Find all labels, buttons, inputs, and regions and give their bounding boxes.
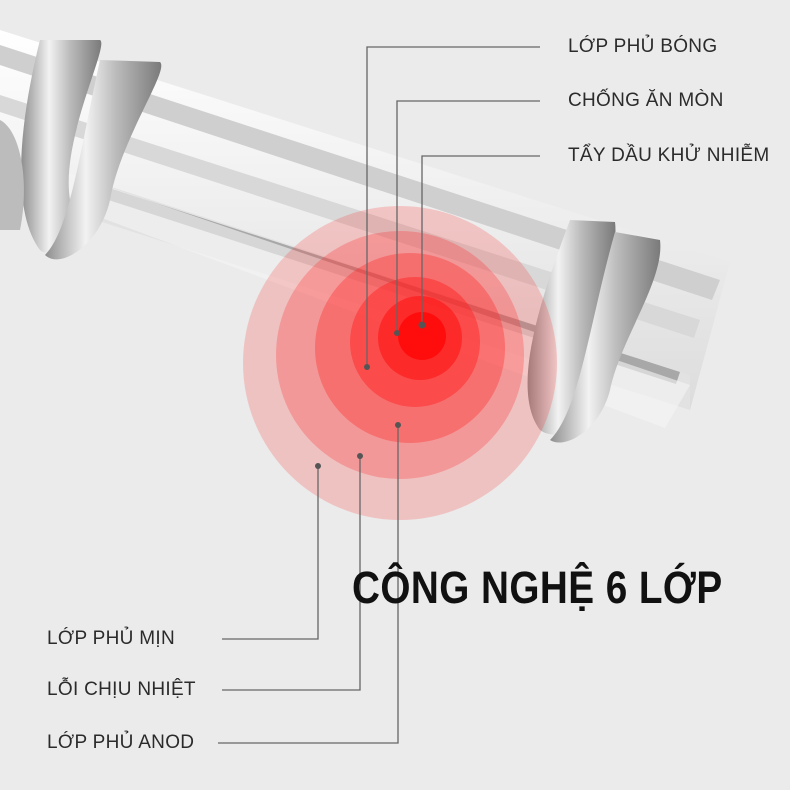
label-smooth-coat: LỚP PHỦ MỊN — [47, 628, 175, 649]
hook-left — [0, 40, 162, 260]
anchor-dots — [315, 321, 426, 469]
leader-lines-left — [218, 425, 399, 744]
label-heat-core: LỖI CHỊU NHIỆT — [47, 679, 196, 700]
label-glossy-coat: LỚP PHỦ BÓNG — [568, 36, 718, 57]
layer-rings — [243, 206, 557, 520]
label-anod-coat: LỚP PHỦ ANOD — [47, 732, 195, 753]
label-degrease: TẨY DẦU KHỬ NHIỄM — [568, 145, 770, 166]
headline-title: CÔNG NGHỆ 6 LỚP — [352, 562, 723, 613]
hook-right — [527, 220, 661, 443]
leader-lines-right — [366, 46, 540, 367]
label-anti-corrosion: CHỐNG ĂN MÒN — [568, 90, 724, 111]
